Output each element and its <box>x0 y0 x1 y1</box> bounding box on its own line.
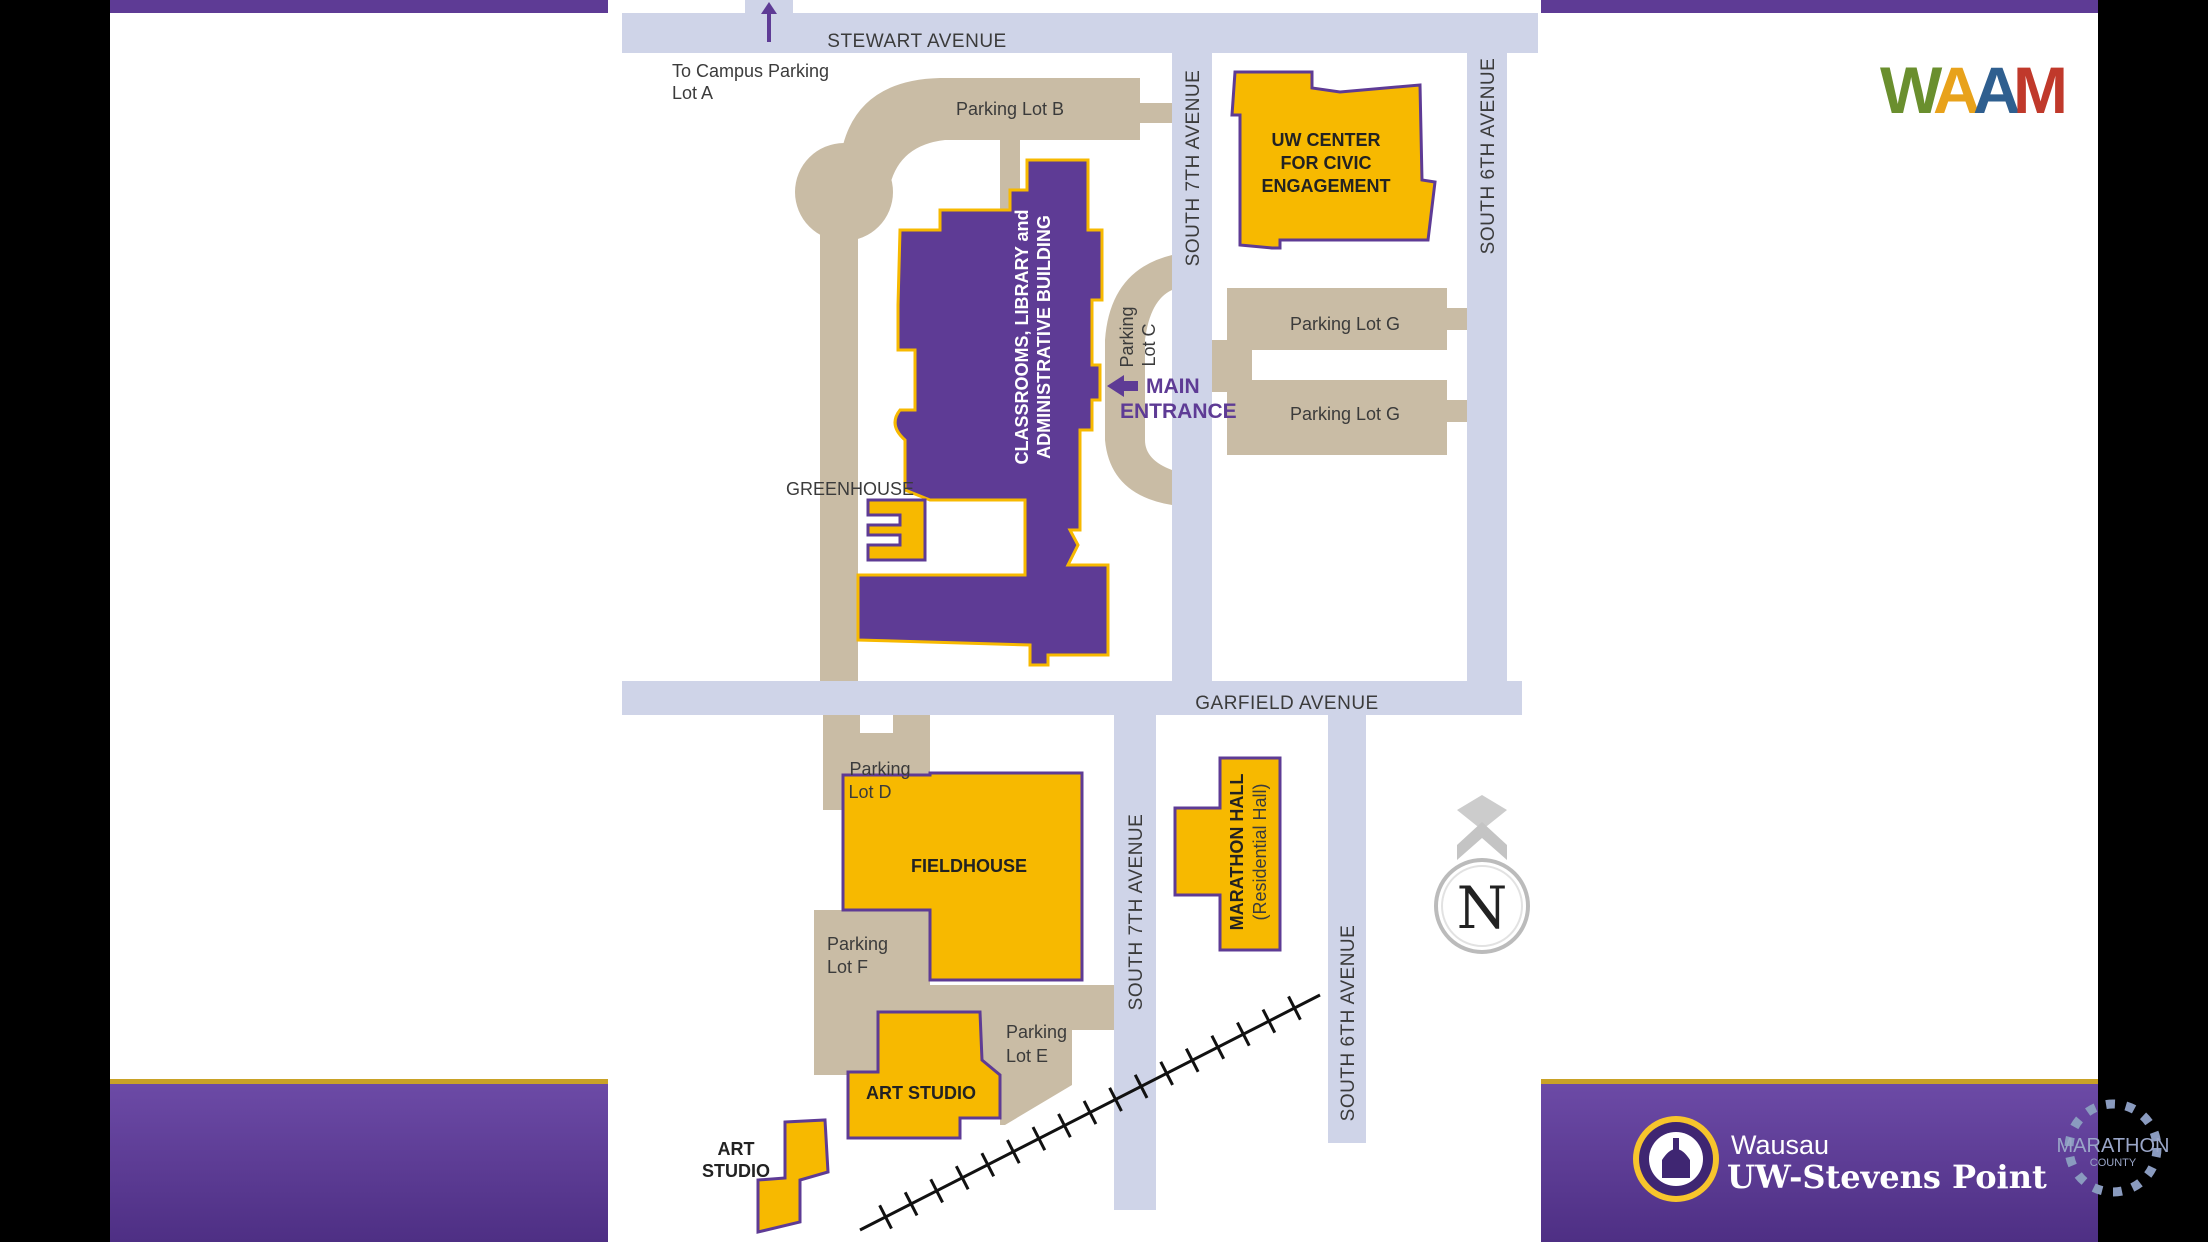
lot-c-label-line2: Lot C <box>1139 323 1159 366</box>
rail-tie <box>1287 995 1302 1021</box>
right-panel <box>1541 0 2098 1242</box>
lot-e-label-line2: Lot E <box>1006 1046 1048 1066</box>
street-label-stewart: STEWART AVENUE <box>827 31 1006 52</box>
street-label-s7-north: SOUTH 7TH AVENUE <box>1183 70 1204 267</box>
rail-tie <box>1108 1087 1123 1112</box>
main-entrance-label-line1: MAIN <box>1146 375 1200 398</box>
rail-tie <box>1031 1126 1047 1151</box>
lot-c-label-line1: Parking <box>1117 306 1137 367</box>
fieldhouse-label: FIELDHOUSE <box>911 856 1027 876</box>
rail-tie <box>929 1178 944 1204</box>
main-entrance-arrow-icon <box>1107 375 1138 397</box>
civic-label-line3: ENGAGEMENT <box>1261 176 1390 196</box>
street-label-s6-north: SOUTH 6TH AVENUE <box>1478 58 1499 255</box>
greenhouse-label: GREENHOUSE <box>786 479 914 499</box>
lot-e-label-line1: Parking <box>1006 1022 1067 1042</box>
lot-g-lower-label: Parking Lot G <box>1290 404 1400 424</box>
lot-d-label-line1: Parking <box>849 759 910 779</box>
rail-tie <box>954 1165 970 1191</box>
building-labels: UW CENTER FOR CIVIC ENGAGEMENT CLASSROOM… <box>702 130 1391 1181</box>
main-entrance-marker: MAIN ENTRANCE <box>1107 375 1237 423</box>
railroad-tracks <box>859 993 1321 1232</box>
greenhouse-building <box>866 498 927 562</box>
marathon-hall-building <box>1173 756 1282 952</box>
marathon-hall-label-line2: (Residential Hall) <box>1250 783 1270 920</box>
rail-tie <box>980 1152 996 1177</box>
waam-logo: W A A M <box>1880 53 2068 127</box>
footer-city: Wausau <box>1731 1130 1829 1160</box>
civic-engagement-building <box>1230 70 1437 250</box>
rail-tie <box>1006 1139 1021 1164</box>
lot-g-upper-label: Parking Lot G <box>1290 314 1400 334</box>
art-studio-small-label-line2: STUDIO <box>702 1161 770 1181</box>
footer-branding: Wausau UW-Stevens Point MARATHON COUNTY <box>1633 1099 2170 1202</box>
waam-letter-m: M <box>2013 53 2068 127</box>
campus-parking-note-line1: To Campus Parking <box>672 61 829 81</box>
rail-tie <box>1236 1021 1251 1047</box>
street-labels: STEWART AVENUE GARFIELD AVENUE SOUTH 7TH… <box>827 31 1499 1121</box>
art-studio-small-building <box>756 1118 830 1234</box>
marathon-county-logo: MARATHON COUNTY <box>2057 1099 2170 1197</box>
rail-tie <box>1057 1113 1072 1138</box>
street-label-s7-south: SOUTH 7TH AVENUE <box>1126 814 1147 1011</box>
campus-map: STEWART AVENUE GARFIELD AVENUE SOUTH 7TH… <box>608 0 1541 1242</box>
main-building-label-line2: ADMINISTRATIVE BUILDING <box>1034 215 1054 459</box>
buildings <box>756 70 1437 1234</box>
footer-school: UW-Stevens Point <box>1727 1158 2047 1196</box>
rail-tie <box>1082 1100 1098 1125</box>
lot-b-label: Parking Lot B <box>956 99 1064 119</box>
north-compass: N <box>1434 795 1530 954</box>
campus-parking-note-line2: Lot A <box>672 83 713 103</box>
waam-letter-w: W <box>1880 53 1943 127</box>
rail-tie <box>1210 1034 1226 1060</box>
rail-tie <box>878 1204 893 1230</box>
marathon-county-line1: MARATHON <box>2057 1135 2170 1157</box>
rail-tie <box>903 1191 919 1217</box>
lot-f-label-line1: Parking <box>827 934 888 954</box>
main-classroom-building <box>856 158 1110 667</box>
waam-letter-a2: A <box>1973 53 2021 127</box>
art-studio-small-label-line1: ART <box>718 1139 755 1159</box>
art-studio-building <box>846 1010 1002 1140</box>
art-studio-label: ART STUDIO <box>866 1083 976 1103</box>
main-entrance-label-line2: ENTRANCE <box>1120 400 1237 423</box>
lot-d-label-line2: Lot D <box>848 782 891 802</box>
rail-tie <box>1261 1008 1277 1034</box>
north-arrow-icon <box>1457 795 1507 830</box>
civic-label-line1: UW CENTER <box>1272 130 1381 150</box>
rail-tie <box>1159 1061 1174 1086</box>
marathon-county-line2: COUNTY <box>2090 1157 2137 1169</box>
parking-lot-a-arrow <box>745 0 793 42</box>
compass-n-label: N <box>1457 874 1508 942</box>
street-label-s6-south: SOUTH 6TH AVENUE <box>1338 925 1359 1122</box>
rail-tie <box>1184 1048 1200 1073</box>
civic-label-line2: FOR CIVIC <box>1280 153 1371 173</box>
roads <box>622 13 1538 1210</box>
lot-f-label-line2: Lot F <box>827 957 868 977</box>
parking-labels: To Campus Parking Lot A Parking Lot B Pa… <box>672 61 1400 1066</box>
left-panel <box>110 0 608 1242</box>
fieldhouse-building <box>841 771 1084 982</box>
university-seal-icon <box>1633 1116 1719 1202</box>
main-building-label-line1: CLASSROOMS, LIBRARY and <box>1012 209 1032 464</box>
rail-tie <box>1133 1074 1149 1099</box>
street-label-garfield: GARFIELD AVENUE <box>1195 693 1378 714</box>
waam-letter-a1: A <box>1933 53 1981 127</box>
marathon-hall-label-line1: MARATHON HALL <box>1227 774 1247 931</box>
